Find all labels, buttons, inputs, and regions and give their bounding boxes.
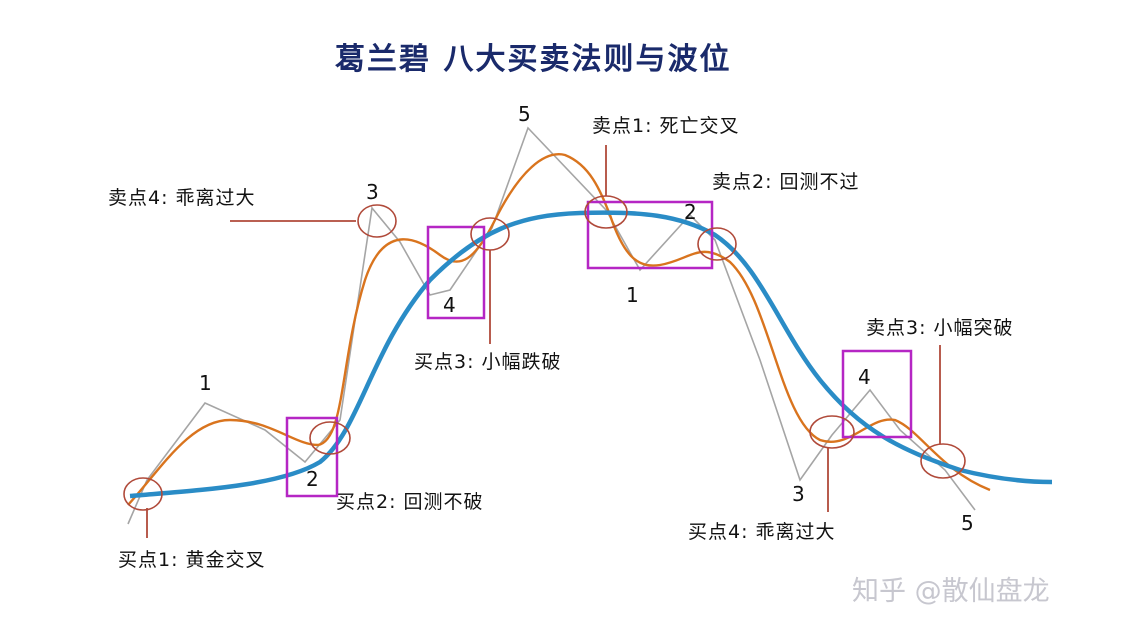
label-sell-3: 卖点3: 小幅突破 xyxy=(866,317,1014,339)
marker-buy-2 xyxy=(309,421,351,455)
price-curve xyxy=(127,153,991,506)
wave-number-3-up: 3 xyxy=(366,180,379,204)
label-sell-4: 卖点4: 乖离过大 xyxy=(108,187,256,209)
wave-number-1-down: 1 xyxy=(626,283,639,307)
wave-boxes xyxy=(285,200,913,498)
marker-sell-2 xyxy=(697,227,737,261)
label-buy-1: 买点1: 黄金交叉 xyxy=(118,549,266,571)
wave-line xyxy=(127,126,976,525)
wave-number-2-down: 2 xyxy=(684,200,697,224)
label-buy-2: 买点2: 回测不破 xyxy=(336,491,484,513)
diagram-title: 葛兰碧 八大买卖法则与波位 xyxy=(334,42,731,77)
marker-buy-4 xyxy=(809,415,855,449)
wave-number-5-up: 5 xyxy=(518,102,531,126)
wave-number-4-down: 4 xyxy=(858,365,871,389)
leader-lines xyxy=(146,145,941,538)
label-buy-3: 买点3: 小幅跌破 xyxy=(414,351,562,373)
wave-number-4-up: 4 xyxy=(443,293,456,317)
watermark: 知乎 @散仙盘龙 xyxy=(852,576,1050,607)
wave-number-5-down: 5 xyxy=(961,511,974,535)
label-buy-4: 买点4: 乖离过大 xyxy=(688,521,836,543)
moving-average-curve xyxy=(129,210,1053,499)
wave-number-1-up: 1 xyxy=(199,371,212,395)
label-sell-1: 卖点1: 死亡交叉 xyxy=(592,115,740,137)
label-sell-2: 卖点2: 回测不过 xyxy=(712,171,860,193)
marker-buy-1 xyxy=(123,477,163,511)
marker-sell-4-up xyxy=(357,204,397,238)
box-wave-4-up xyxy=(426,225,486,320)
box-wave-2-up xyxy=(285,416,339,498)
box-wave-4-down xyxy=(841,349,913,439)
wave-number-2-up: 2 xyxy=(306,467,319,491)
marker-sell-3 xyxy=(920,443,966,479)
box-wave-2-down xyxy=(586,200,714,270)
wave-number-3-down: 3 xyxy=(792,482,805,506)
